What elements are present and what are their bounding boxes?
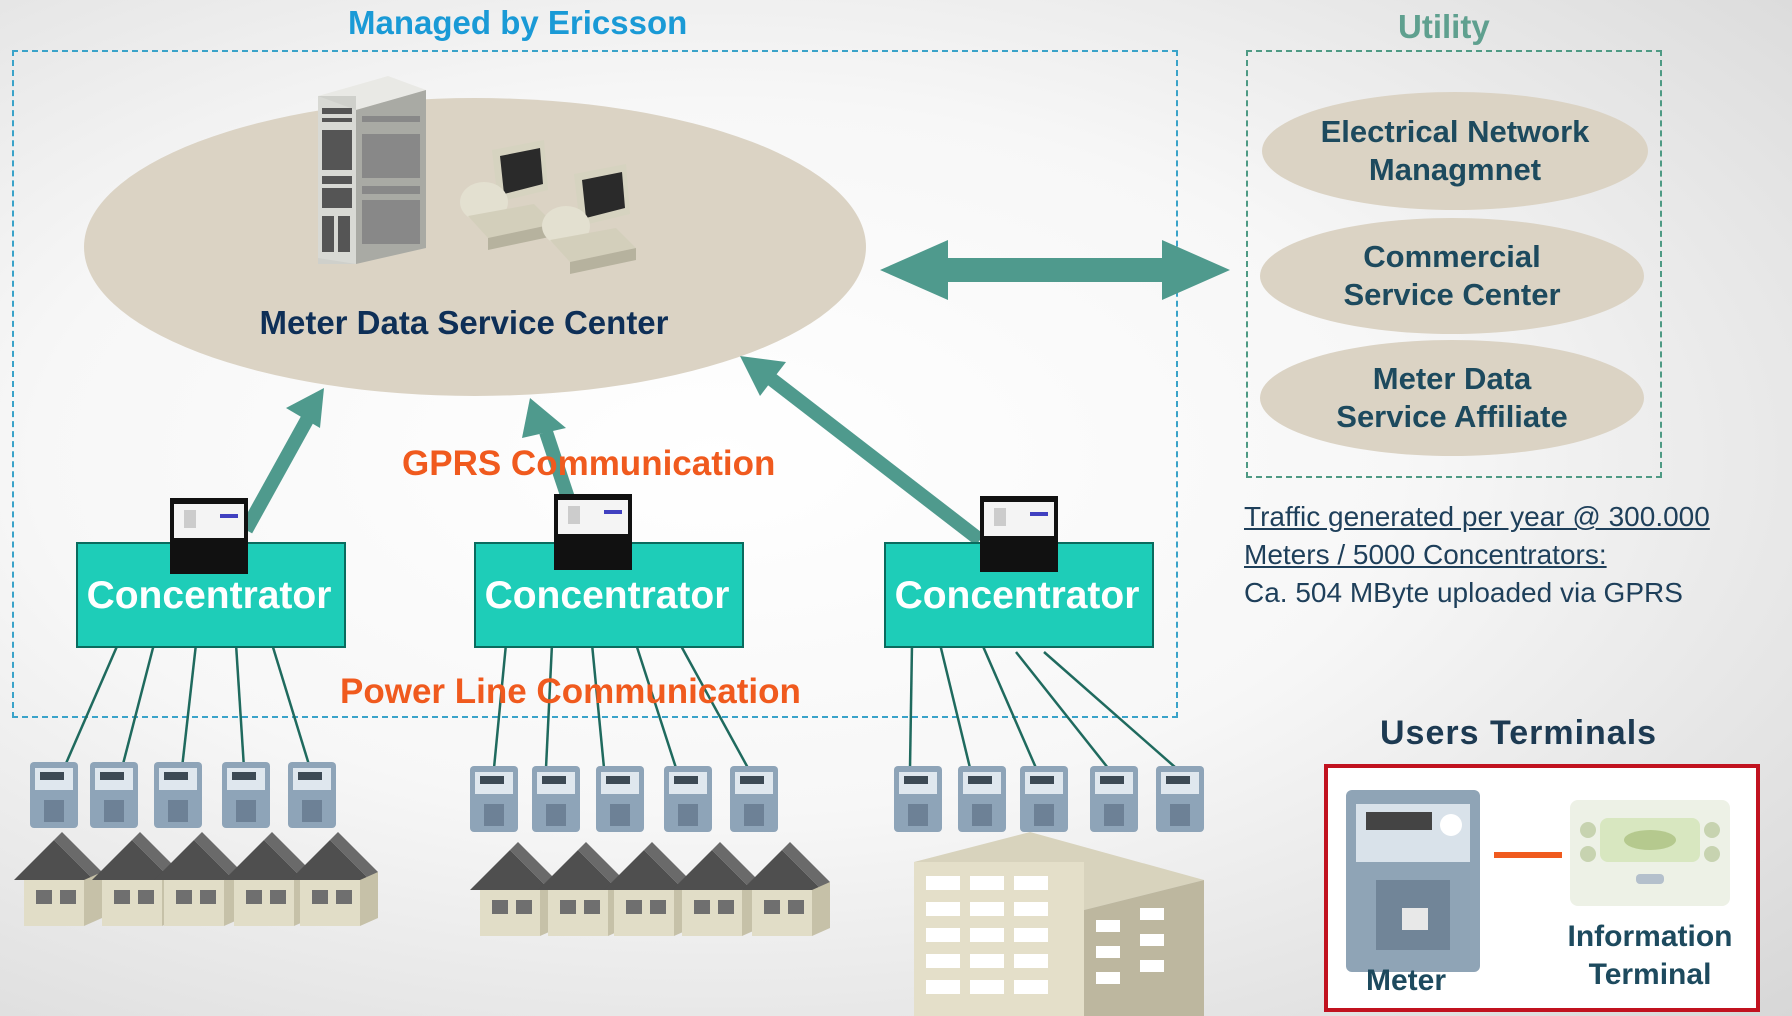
apartment-building-icon	[914, 832, 1204, 1016]
meter-device-icon	[1346, 790, 1480, 972]
meter-label: Meter	[1365, 964, 1447, 997]
gprs-arrow-1	[239, 414, 315, 534]
utility-title: Utility	[1398, 8, 1490, 45]
center-label: Meter Data Service Center	[259, 304, 669, 341]
utility-item-network	[1262, 92, 1648, 210]
information-terminal-icon	[1570, 800, 1730, 906]
meter-data-service-center	[84, 98, 866, 396]
plc-label: Power Line Communication	[340, 672, 801, 711]
workstations-icon	[460, 140, 636, 274]
managed-title: Managed by Ericsson	[348, 4, 688, 41]
utility-item-commercial	[1260, 218, 1644, 334]
traffic-line-2: Meters / 5000 Concentrators:	[1244, 539, 1607, 570]
ericsson-region	[12, 50, 1178, 718]
gprs-arrow-2	[539, 429, 575, 501]
concentrator-device-icon	[980, 496, 1058, 572]
utility-region	[1246, 50, 1662, 478]
server-rack-icon	[318, 76, 426, 264]
gprs-arrow-3	[765, 372, 985, 546]
utility-item-affiliate	[1260, 340, 1644, 456]
meter-terminal-link	[1494, 852, 1562, 858]
concentrator-3-label: Concentrator	[894, 574, 1140, 617]
concentrator-1-label: Concentrator	[86, 574, 332, 617]
concentrator-device-icon	[554, 494, 632, 570]
concentrator-device-icon	[170, 498, 248, 574]
concentrator-2-label: Concentrator	[484, 574, 730, 617]
users-terminals-title: Users Terminals	[1380, 714, 1658, 752]
double-arrow	[880, 240, 1230, 300]
gprs-label: GPRS Communication	[402, 444, 776, 483]
traffic-note: Traffic generated per year @ 300.000 Met…	[1244, 498, 1710, 612]
traffic-line-1: Traffic generated per year @ 300.000	[1244, 501, 1710, 532]
traffic-line-3: Ca. 504 MByte uploaded via GPRS	[1244, 577, 1683, 608]
